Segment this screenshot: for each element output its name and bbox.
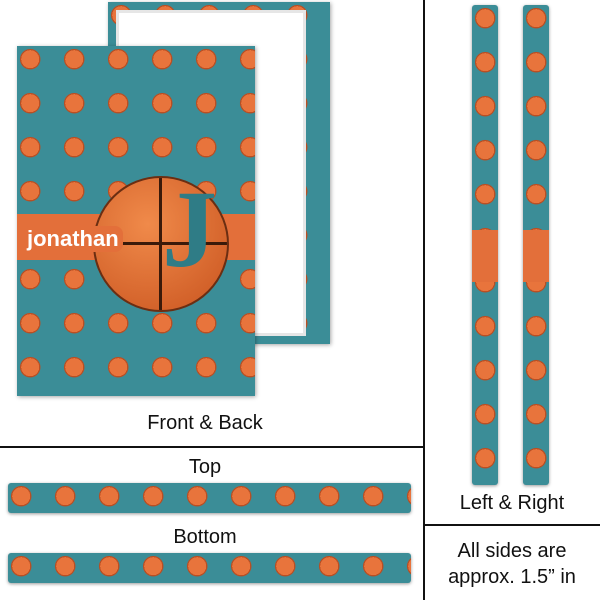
- personalized-name: jonathan: [23, 226, 123, 252]
- sides-size-note: All sides are approx. 1.5” in: [448, 540, 576, 588]
- left-side-strip: [472, 5, 498, 485]
- initial-monogram: J: [162, 168, 217, 290]
- right-side-strip: [523, 5, 549, 485]
- top-label: Top: [188, 456, 222, 478]
- bottom-side-strip: [8, 553, 411, 583]
- left-right-label: Left & Right: [459, 492, 565, 514]
- front-back-label: Front & Back: [147, 412, 263, 434]
- top-side-strip: [8, 483, 411, 513]
- basketball-graphic: [93, 176, 229, 312]
- vertical-divider: [423, 0, 425, 600]
- horizontal-divider-left: [0, 446, 424, 448]
- horizontal-divider-right: [424, 524, 600, 526]
- bottom-label: Bottom: [173, 526, 237, 548]
- canvas-front: J jonathan: [17, 46, 255, 396]
